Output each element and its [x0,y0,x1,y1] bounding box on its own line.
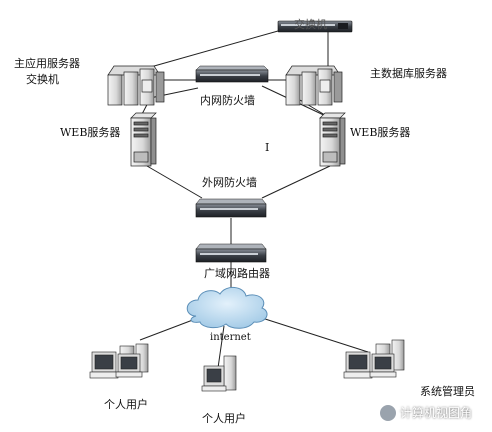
personal-users-left-icon [89,343,149,379]
label-wan-router: 广域网路由器 [204,267,270,280]
label-personal-user-bottom: 个人用户 [202,412,246,425]
link-switch-left-server [139,30,279,71]
link-cloud-bottom-user [217,325,225,369]
watermark-text: 计算机视图角 [400,406,473,420]
label-web-server-right: WEB服务器 [350,126,411,139]
label-main-app-server: 主应用服务器 [14,57,80,70]
external-firewall-device [195,198,267,218]
link-left-web-extfw [146,165,203,199]
label-separator: I [265,141,270,154]
label-intranet-firewall: 内网防火墙 [200,94,255,107]
label-system-admin: 系统管理员 [420,385,475,398]
main-app-server-rack-icon [107,65,165,106]
main-db-server-rack-icon [285,65,343,106]
label-switch: 交换机 [294,18,327,31]
wan-router-device [195,243,267,263]
system-admin-icon [343,339,405,379]
link-cloud-left-users [139,317,199,341]
personal-user-bottom-icon [201,355,237,392]
web-server-right-icon [319,112,346,167]
switch-device [277,20,353,33]
web-server-left-icon [130,112,157,167]
link-cloud-admin [261,317,369,353]
label-personal-user-left: 个人用户 [104,398,148,411]
label-switch-left: 交换机 [26,73,59,86]
link-right-web-extfw [261,165,331,199]
internet-cloud-icon [186,287,268,329]
connection-lines [139,30,369,369]
label-external-firewall: 外网防火墙 [202,176,257,189]
watermark: 计算机视图角 [380,404,472,421]
label-web-server-left: WEB服务器 [60,126,121,139]
label-main-db-server: 主数据库服务器 [370,67,447,80]
label-internet: internet [210,332,251,343]
intranet-firewall-device [195,65,269,83]
wechat-icon [380,404,396,421]
